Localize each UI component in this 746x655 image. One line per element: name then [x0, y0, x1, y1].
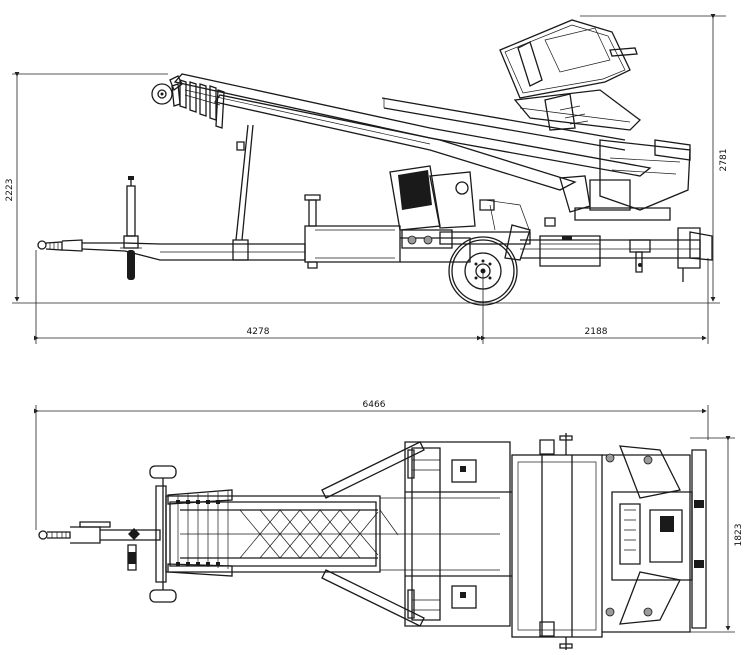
- dimension-lengths: 4278 2188: [34, 250, 709, 344]
- top-fenders: [407, 439, 555, 637]
- dim-label-2781: 2781: [719, 149, 729, 172]
- jockey-wheel: [120, 176, 142, 280]
- support-post: [304, 194, 321, 269]
- main-wheel: [439, 224, 531, 306]
- dimension-height-transport: 2223: [5, 72, 168, 302]
- rear-frame: [479, 139, 713, 282]
- top-hopper: [511, 433, 603, 650]
- dim-label-4278: 4278: [247, 327, 270, 337]
- tow-hitch: [37, 239, 83, 252]
- boom-side-guards: [179, 79, 225, 129]
- dim-label-2223: 2223: [5, 179, 15, 202]
- conveyor-boom: [173, 73, 652, 191]
- side-view: 2223 2781 4278 2188: [5, 14, 729, 344]
- dimension-height-max: 2781: [580, 14, 729, 302]
- dim-label-6466: 6466: [363, 400, 386, 410]
- chassis: [81, 225, 701, 263]
- top-boom: [165, 495, 500, 573]
- engine: [389, 165, 476, 249]
- top-view: 6466 1823: [34, 400, 744, 650]
- top-side-guards: [167, 489, 233, 577]
- hopper: [499, 19, 641, 131]
- top-rear-module: [602, 445, 707, 633]
- top-hitch: [38, 521, 161, 571]
- head-pulley: [151, 75, 183, 107]
- front-stand: [232, 124, 254, 261]
- dim-label-1823: 1823: [734, 524, 744, 547]
- top-front-wheels: [149, 465, 177, 603]
- dimension-overall-length: 6466: [34, 400, 709, 530]
- dim-label-2188: 2188: [585, 327, 608, 337]
- top-a-frame: [321, 441, 512, 627]
- dimension-width: 1823: [690, 436, 744, 633]
